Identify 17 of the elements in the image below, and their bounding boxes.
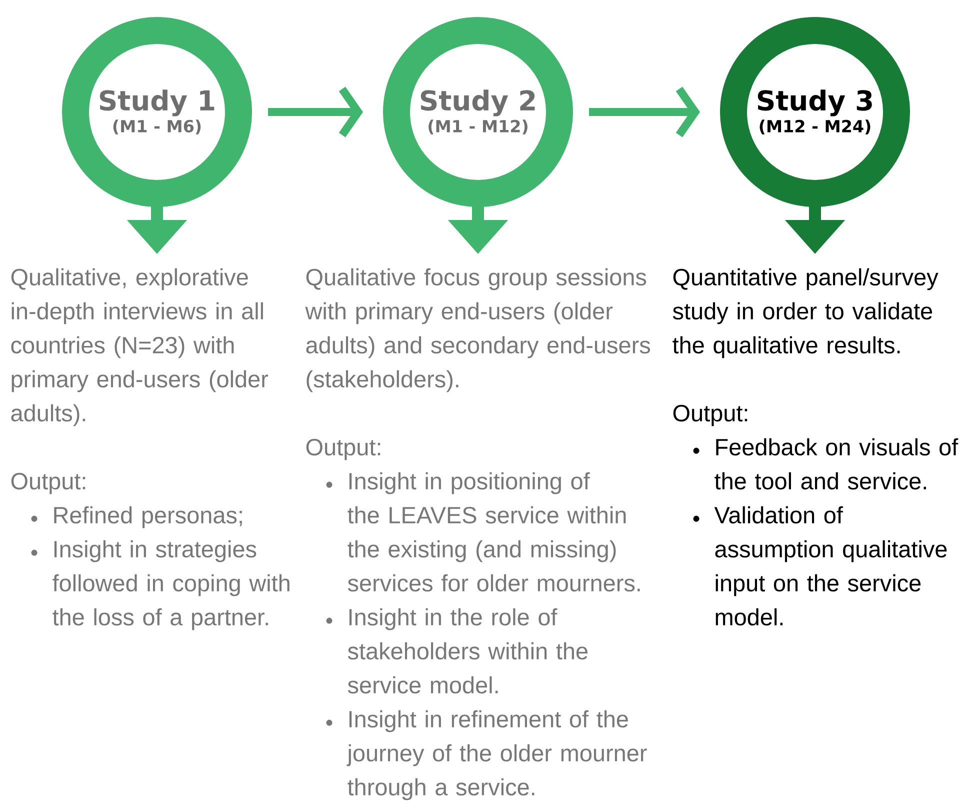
text-block — [305, 268, 650, 800]
bullet-item: Feedback on visuals of the tool and service. — [693, 438, 958, 490]
bullet-item: Insight in the role of stakeholders within the service model. — [326, 608, 588, 694]
output-heading: Output: — [673, 404, 748, 426]
bullet-item: Insight in refinement of the journey of the older mourner through a service. — [326, 710, 647, 800]
bullet-item: Validation of assumption qualitative input on the service model. — [693, 506, 947, 626]
output-heading: Output: — [11, 472, 86, 494]
bullet-item: Insight in strategies followed in coping with the loss of a partner. — [31, 540, 290, 630]
arrow — [589, 86, 700, 138]
output-heading: Output: — [306, 438, 380, 460]
bullet-item: Insight in positioning of the LEAVES service within the existing (and missing) services for older mourners. — [326, 472, 640, 592]
description: Quantitative panel/survey study in order to validate the qualitative results. — [672, 268, 938, 358]
text-block — [672, 268, 958, 626]
bullet-item: Refined personas; — [31, 506, 242, 528]
text-block — [11, 268, 290, 630]
description: Qualitative, explorative in-depth interviews in all countries (N=23) with primary end-users (older adults). — [11, 268, 268, 426]
description: Qualitative focus group sessions with primary end-users (older adults) and secondary end-users (stakeholders). — [305, 268, 650, 392]
